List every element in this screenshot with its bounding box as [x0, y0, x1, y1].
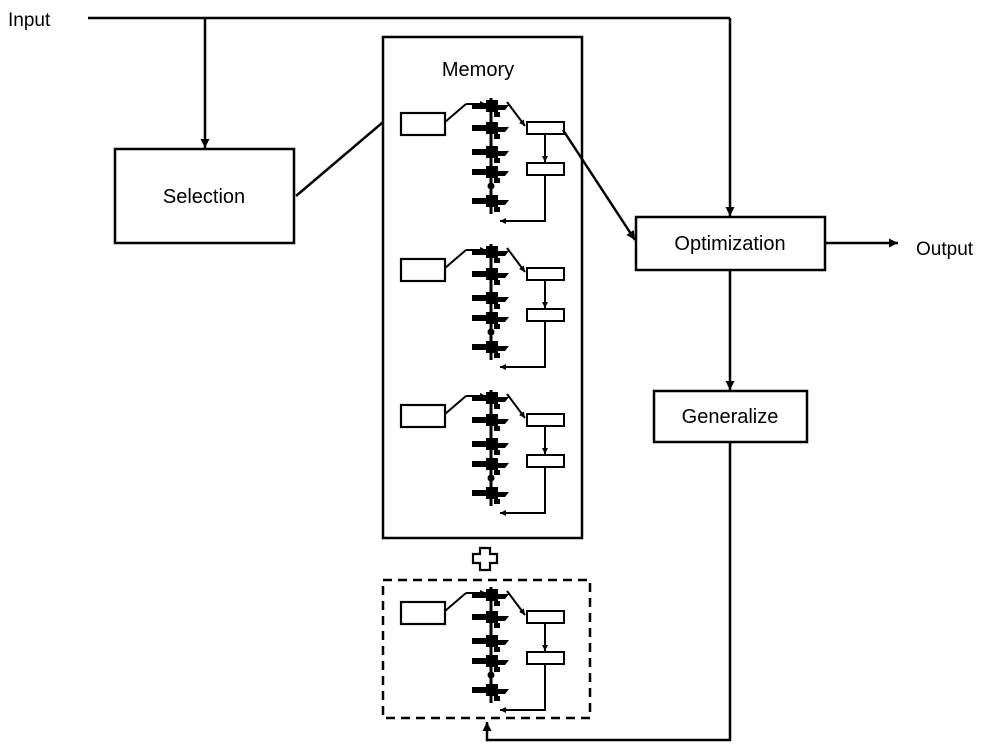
selection-box: Selection	[113, 147, 296, 245]
input-label: Input	[8, 10, 51, 31]
memory-modules	[399, 98, 565, 516]
memory-module-1	[399, 98, 565, 224]
generalize-feedback-arrow	[482, 442, 732, 742]
generalize-label: Generalize	[682, 406, 779, 428]
new-module-1	[399, 587, 565, 713]
input-line	[88, 16, 735, 216]
memory-module-2	[399, 244, 565, 370]
plus-icon	[471, 546, 499, 572]
selection-label: Selection	[163, 186, 245, 208]
output-label: Output	[916, 239, 974, 260]
memory-to-optimization-arrow	[561, 129, 637, 241]
optimization-box: Optimization	[634, 215, 827, 272]
memory-module-3	[399, 390, 565, 516]
generalize-box: Generalize	[652, 389, 809, 444]
new-modules	[399, 587, 565, 713]
optimization-label: Optimization	[674, 233, 785, 255]
new-module-box	[381, 578, 592, 720]
memory-label: Memory	[442, 59, 514, 81]
